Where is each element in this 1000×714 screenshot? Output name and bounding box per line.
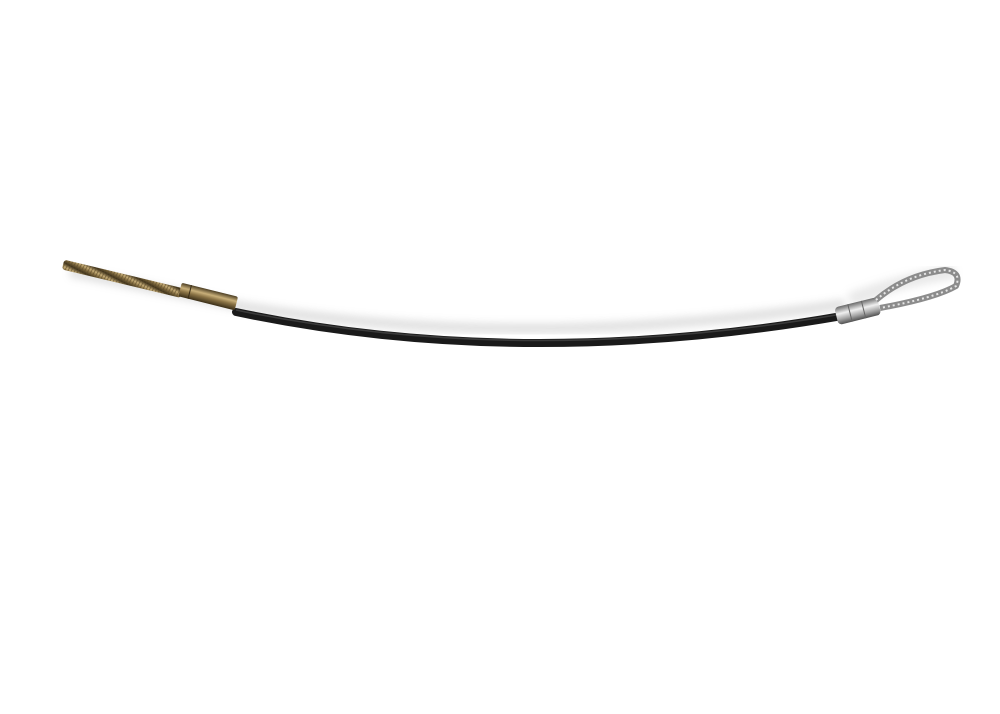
black-cable [232, 308, 846, 348]
brass-swage-fitting [178, 283, 238, 310]
wire-rope-eye-loop [874, 267, 961, 311]
threaded-stud [62, 260, 183, 298]
steel-ferrule [835, 297, 881, 325]
